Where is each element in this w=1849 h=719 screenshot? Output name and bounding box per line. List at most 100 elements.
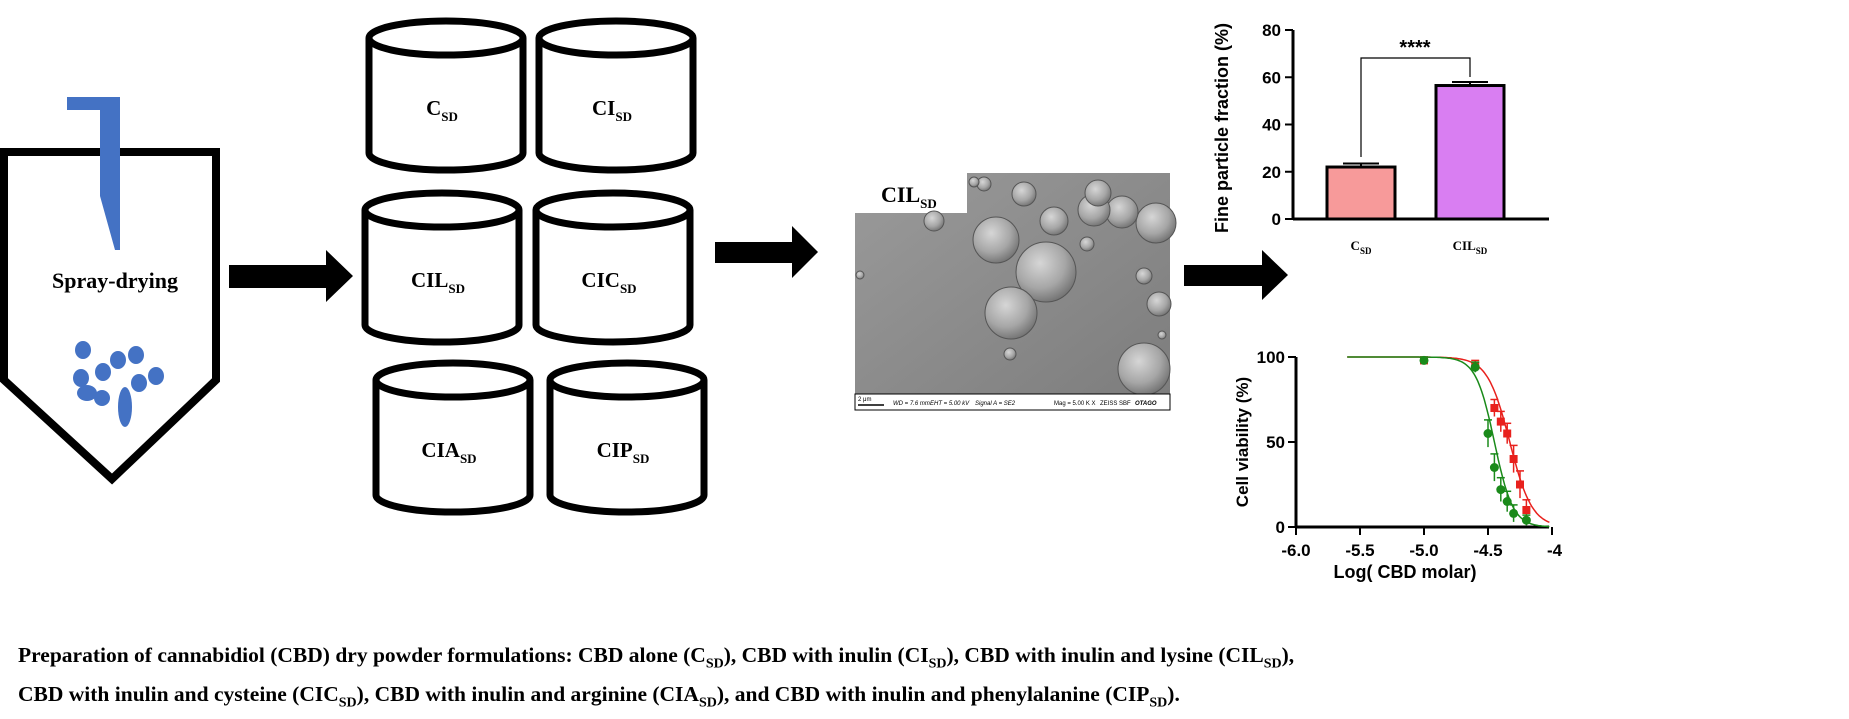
data-point bbox=[1522, 506, 1531, 514]
y-tick-label: 60 bbox=[1262, 68, 1281, 87]
bar bbox=[1434, 84, 1506, 221]
formulation-label: CISD bbox=[592, 96, 632, 124]
figure-caption: Preparation of cannabidiol (CBD) dry pow… bbox=[18, 640, 1538, 719]
particle bbox=[1146, 291, 1172, 317]
caption-text: ), CBD with inulin and arginine (CIA bbox=[356, 682, 699, 707]
bracket-line bbox=[1360, 57, 1471, 157]
fit-curve bbox=[1347, 356, 1550, 528]
sem-info-bar bbox=[854, 393, 1171, 411]
caption-text: CBD with inulin and cysteine (CIC bbox=[18, 682, 339, 707]
droplet bbox=[148, 367, 164, 385]
formulation-label: CIASD bbox=[421, 438, 476, 466]
sem-info-signal: Signal A = SE2 bbox=[975, 401, 1016, 407]
data-point bbox=[1470, 362, 1480, 372]
sem-info-mag: Mag = 5.00 K X bbox=[1054, 401, 1096, 407]
data-point bbox=[1483, 429, 1493, 438]
formulation-container: CIASD bbox=[372, 359, 534, 516]
arrow-icon bbox=[715, 226, 818, 278]
droplet bbox=[77, 385, 97, 401]
particle bbox=[1003, 347, 1017, 361]
data-point bbox=[1516, 480, 1524, 489]
x-tick-label: -4.5 bbox=[1473, 541, 1502, 560]
data-point bbox=[1509, 455, 1518, 463]
particle bbox=[984, 286, 1038, 340]
y-tick-label: 40 bbox=[1262, 116, 1281, 135]
caption-line-1: Preparation of cannabidiol (CBD) dry pow… bbox=[18, 640, 1538, 679]
process-arrows bbox=[229, 226, 1288, 302]
caption-subscript: SD bbox=[698, 695, 717, 711]
bar-category-label: CILSD bbox=[1453, 238, 1488, 256]
droplet bbox=[95, 363, 111, 381]
viability-chart: Cell viability (%) Log( CBD molar) 05010… bbox=[1233, 348, 1563, 582]
droplet bbox=[73, 369, 89, 387]
container-lid bbox=[365, 17, 527, 59]
y-tick-label: 0 bbox=[1272, 210, 1281, 229]
bar-chart-ylabel: Fine particle fraction (%) bbox=[1212, 23, 1232, 233]
container-body bbox=[365, 38, 527, 174]
bar-category-label: CSD bbox=[1351, 238, 1372, 256]
sem-label-box bbox=[855, 173, 967, 213]
caption-subscript: SD bbox=[705, 656, 724, 672]
data-point bbox=[1503, 429, 1512, 438]
bar bbox=[1325, 165, 1397, 221]
particle bbox=[1105, 195, 1139, 229]
nozzle-icon bbox=[67, 97, 120, 250]
caption-text: ). bbox=[1167, 682, 1180, 707]
droplet bbox=[110, 351, 126, 369]
caption-subscript: SD bbox=[1149, 695, 1168, 711]
particle bbox=[1135, 202, 1177, 244]
sem-info-eht: EHT = 5.00 kV bbox=[930, 401, 970, 407]
container-body bbox=[372, 380, 534, 516]
bar-chart-bars bbox=[1325, 80, 1506, 221]
caption-text: ), CBD with inulin and lysine (CIL bbox=[946, 643, 1264, 667]
container-body bbox=[361, 210, 523, 346]
x-tick-label: -5.0 bbox=[1409, 541, 1438, 560]
data-point bbox=[1502, 497, 1512, 506]
viability-points bbox=[1419, 355, 1531, 526]
significance-bracket bbox=[1360, 57, 1471, 157]
droplet bbox=[75, 341, 91, 359]
formulation-container: CSD bbox=[365, 17, 527, 174]
x-tick-label: -4 bbox=[1547, 541, 1563, 560]
caption-text: ), CBD with inulin (CI bbox=[723, 643, 929, 667]
caption-text: ), bbox=[1281, 643, 1295, 667]
viability-ylabel: Cell viability (%) bbox=[1233, 377, 1252, 507]
fit-curve bbox=[1347, 356, 1550, 523]
sem-scale-label: 2 μm bbox=[858, 397, 871, 403]
particle bbox=[1011, 181, 1037, 207]
container-body bbox=[546, 380, 708, 516]
data-point bbox=[1496, 485, 1506, 495]
container-body bbox=[535, 38, 697, 174]
data-point bbox=[1490, 404, 1499, 412]
particle bbox=[1117, 342, 1171, 396]
y-tick-label: 80 bbox=[1262, 21, 1281, 40]
formulation-container: CICSD bbox=[532, 189, 694, 346]
caption-text: ), and CBD with inulin and phenylalanine… bbox=[716, 682, 1150, 707]
y-tick-label: 100 bbox=[1257, 348, 1285, 367]
particle bbox=[923, 210, 945, 232]
sem-particles bbox=[855, 176, 1177, 396]
data-point bbox=[1419, 355, 1429, 365]
formulation-container: CIPSD bbox=[546, 359, 708, 516]
container-lid bbox=[532, 189, 694, 231]
y-tick-label: 50 bbox=[1266, 433, 1285, 452]
caption-subscript: SD bbox=[1263, 656, 1282, 672]
data-point bbox=[1496, 417, 1505, 426]
arrow-icon bbox=[229, 250, 353, 302]
formulation-container: CISD bbox=[535, 17, 697, 174]
viability-xlabel: Log( CBD molar) bbox=[1334, 562, 1477, 582]
particle bbox=[1135, 267, 1153, 285]
caption-subscript: SD bbox=[338, 695, 357, 711]
droplets bbox=[73, 341, 164, 427]
spray-dryer-vessel bbox=[0, 148, 220, 485]
viability-curves bbox=[1347, 356, 1550, 528]
sem-info-brand: ZEISS SBF bbox=[1100, 401, 1131, 407]
formulation-label: CICSD bbox=[581, 268, 636, 296]
particle bbox=[1084, 179, 1112, 207]
significance-label: **** bbox=[1399, 37, 1430, 59]
arrow-icon bbox=[1184, 250, 1288, 300]
